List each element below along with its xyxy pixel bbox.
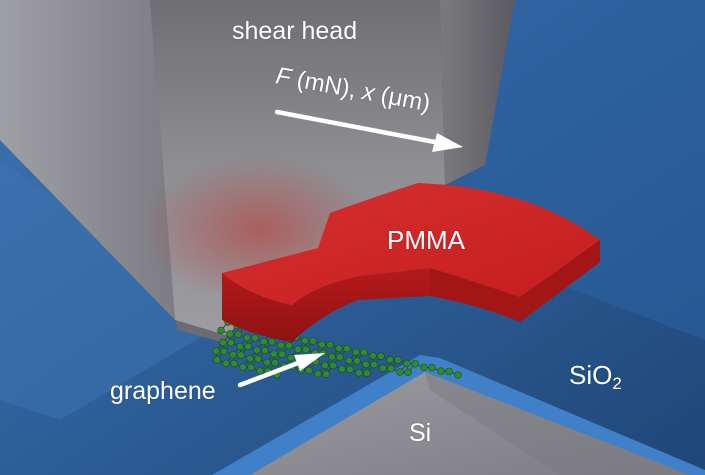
- shear-head-left-face: [0, 0, 175, 320]
- graphene-atom: [338, 365, 346, 373]
- graphene-atom: [226, 330, 234, 338]
- graphene-atom: [428, 363, 436, 372]
- graphene-atom: [243, 334, 251, 342]
- graphene-atom: [386, 356, 394, 364]
- graphene-atom: [353, 357, 361, 365]
- graphene-atom: [370, 361, 378, 369]
- pmma-top-face: [222, 183, 600, 305]
- graphene-atom: [247, 363, 255, 372]
- graphene-atom: [454, 371, 462, 379]
- graphene-atom: [345, 356, 353, 365]
- graphene-atom: [217, 326, 225, 335]
- shear-head-right-face: [440, 0, 515, 185]
- graphene-atom: [321, 361, 329, 369]
- graphene-atom: [335, 344, 343, 352]
- graphene-pointer-arrow: [237, 353, 325, 388]
- si-label: Si: [409, 419, 432, 447]
- graphene-atom: [437, 367, 445, 375]
- graphene-atom: [305, 366, 313, 374]
- graphene-atom: [302, 345, 310, 354]
- graphene-atom: [237, 351, 245, 359]
- graphene-atom: [318, 340, 326, 349]
- si-base: [212, 355, 705, 475]
- graphene-atom: [260, 337, 268, 346]
- graphene-atom: [363, 369, 371, 377]
- graphene-atom: [362, 360, 370, 369]
- graphene-atom: [369, 352, 377, 360]
- graphene-atom: [212, 347, 220, 355]
- sio2-label: SiO2: [569, 362, 622, 392]
- graphene-atom: [346, 365, 354, 374]
- graphene-atom: [445, 367, 453, 376]
- graphene-atom: [234, 330, 242, 338]
- graphene-atom: [343, 344, 351, 353]
- graphene-atom: [285, 342, 293, 350]
- force-arrow: [274, 109, 463, 152]
- graphene-atom: [314, 370, 322, 378]
- graphene-atom: [329, 361, 337, 370]
- graphene-atom: [322, 370, 330, 378]
- graphene-atom: [287, 354, 295, 362]
- pmma-block: [222, 183, 600, 342]
- force-arrow-shaft: [274, 109, 443, 146]
- graphene-atom: [326, 341, 334, 349]
- graphene-atom: [396, 368, 404, 376]
- graphene-arrow-head: [294, 353, 325, 371]
- graphene-atom: [355, 369, 363, 377]
- sio2-left-plane: [0, 160, 230, 420]
- graphene-atom: [227, 339, 235, 347]
- graphene-atom: [268, 338, 276, 346]
- graphene-atom: [403, 359, 411, 368]
- graphene-atom: [253, 346, 261, 354]
- graphene-atom: [271, 359, 279, 367]
- graphene-atom: [379, 364, 387, 372]
- graphene-atom: [277, 341, 285, 350]
- shear-head-label: shear head: [232, 17, 358, 45]
- graphene-atom: [263, 358, 271, 367]
- graphene-atom: [254, 355, 262, 363]
- graphene-atom: [404, 368, 412, 376]
- graphene-atom: [309, 337, 317, 345]
- graphene-atom: [360, 348, 368, 357]
- graphene-atom: [352, 348, 360, 356]
- graphene-atom: [294, 345, 302, 353]
- graphene-atom: [336, 353, 344, 361]
- graphene-lattice: [212, 318, 462, 379]
- graphene-atom: [394, 356, 402, 364]
- graphene-atom: [256, 367, 264, 375]
- pmma-right-face: [430, 240, 600, 322]
- graphene-atom: [377, 352, 385, 360]
- graphene-atom: [328, 353, 336, 361]
- graphene-label: graphene: [110, 377, 216, 405]
- graphene-atom: [239, 363, 247, 371]
- graphene-atom: [229, 351, 237, 359]
- graphene-atom: [278, 350, 286, 358]
- displacement-variable: x: [360, 78, 377, 108]
- sio2-label-base: SiO: [569, 360, 613, 390]
- graphene-atom: [230, 359, 238, 368]
- graphene-arrow-shaft: [237, 357, 309, 388]
- sio2-label-subscript: 2: [612, 374, 622, 393]
- graphene-atom: [244, 342, 252, 351]
- graphene-atom: [301, 337, 309, 345]
- graphene-atom: [261, 346, 269, 355]
- graphene-atom: [213, 356, 221, 364]
- shear-head-edge: [175, 320, 232, 345]
- graphene-atom: [246, 354, 254, 363]
- graphene-atom: [251, 334, 259, 342]
- si-block-shade: [425, 372, 690, 475]
- graphene-atom: [270, 350, 278, 358]
- graphene-atom: [411, 360, 419, 368]
- graphene-atom: [387, 364, 395, 373]
- graphene-atom: [420, 363, 428, 371]
- force-arrow-head: [432, 133, 463, 152]
- graphene-atom: [222, 359, 230, 367]
- graphene-atom: [236, 342, 244, 350]
- pmma-front-face: [222, 268, 430, 342]
- graphene-atom: [219, 338, 227, 347]
- pmma-label: PMMA: [387, 225, 465, 255]
- graphene-atom: [220, 347, 228, 355]
